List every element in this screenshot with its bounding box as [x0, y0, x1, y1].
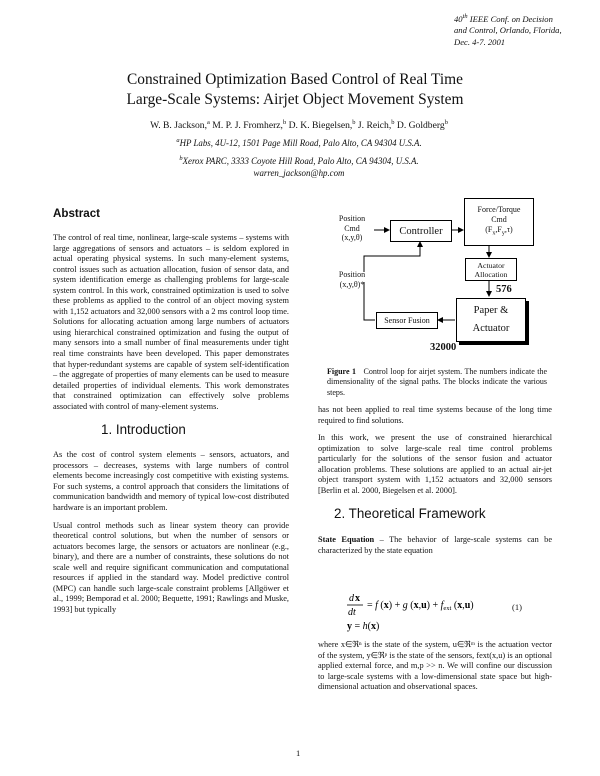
introduction-heading: 1. Introduction	[101, 422, 186, 438]
paper-title-line-1: Constrained Optimization Based Control o…	[126, 71, 463, 88]
state-equation-paragraph: State Equation – The behavior of large-s…	[318, 535, 552, 555]
control-loop-diagram: Position Cmd (x,y,θ) Controller Force/To…	[334, 196, 558, 358]
author-email: warren_jackson@hp.com	[253, 168, 345, 178]
figure-1-caption: Figure 1 Control loop for airjet system.…	[327, 367, 548, 397]
sensor-fusion-block: Sensor Fusion	[376, 312, 438, 329]
affiliation-b: bXerox PARC, 3333 Coyote Hill Road, Palo…	[179, 155, 419, 166]
position-cmd-label: Position Cmd (x,y,θ)	[338, 214, 366, 242]
actuator-allocation-block: Actuator Allocation	[465, 258, 517, 281]
page-number: 1	[296, 748, 301, 758]
position-measured-label: Position (x,y,θ)*	[338, 270, 366, 289]
conference-line-2: and Control, Orlando, Florida,	[454, 25, 562, 36]
theoretical-framework-heading: 2. Theoretical Framework	[334, 506, 486, 522]
abstract-heading: Abstract	[53, 207, 101, 220]
left-column: The control of real time, nonlinear, lar…	[53, 233, 289, 623]
author-list: W. B. Jackson,a M. P. J. Fromherz,b D. K…	[150, 119, 448, 131]
svg-text:= f (x) + g (x,u) + fext (x,u): = f (x) + g (x,u) + fext (x,u)	[367, 600, 474, 612]
intro-paragraph-1: As the cost of control system elements –…	[53, 450, 289, 513]
after-equation-paragraph: where x∈ℜⁿ is the state of the system, u…	[318, 640, 552, 692]
right-paragraph-0: has not been applied to real time system…	[318, 405, 552, 425]
figure-1-label: Figure 1	[327, 367, 357, 376]
svg-text:y = h(x): y = h(x)	[347, 621, 379, 632]
intro-paragraph-2: Usual control methods such as linear sys…	[53, 520, 289, 614]
diagram-arrows	[363, 227, 492, 323]
dimension-32000-label: 32000	[430, 342, 457, 353]
dimension-576-label: 576	[496, 284, 512, 295]
svg-text:x: x	[355, 593, 360, 604]
conference-line-1: 40th IEEE Conf. on Decision	[454, 13, 553, 24]
right-column: has not been applied to real time system…	[318, 405, 552, 563]
controller-block: Controller	[390, 220, 452, 242]
affiliation-a: aHP Labs, 4U-12, 1501 Page Mill Road, Pa…	[176, 137, 422, 148]
conference-line-3: Dec. 4-7. 2001	[454, 36, 506, 47]
svg-text:dt: dt	[348, 607, 356, 618]
force-torque-block: Force/Torque Cmd (Fx,Fy,τ)	[464, 198, 534, 246]
equation-graphic: d x dt = f (x) + g (x,u) + fext (x,u) y …	[347, 593, 474, 632]
svg-text:d: d	[349, 593, 355, 604]
conference-info: 40th IEEE Conf. on Decision and Control,…	[454, 13, 594, 48]
paper-actuator-block: Paper & Actuator	[456, 298, 526, 342]
abstract-text: The control of real time, nonlinear, lar…	[53, 233, 289, 411]
after-equation-text: where x∈ℜⁿ is the state of the system, u…	[318, 640, 552, 700]
equation-number: (1)	[512, 602, 522, 612]
state-equation: d x dt = f (x) + g (x,u) + fext (x,u) y …	[343, 589, 555, 632]
right-paragraph-1: In this work, we present the use of cons…	[318, 433, 552, 495]
paper-title-line-2: Large-Scale Systems: Airjet Object Movem…	[126, 91, 464, 108]
